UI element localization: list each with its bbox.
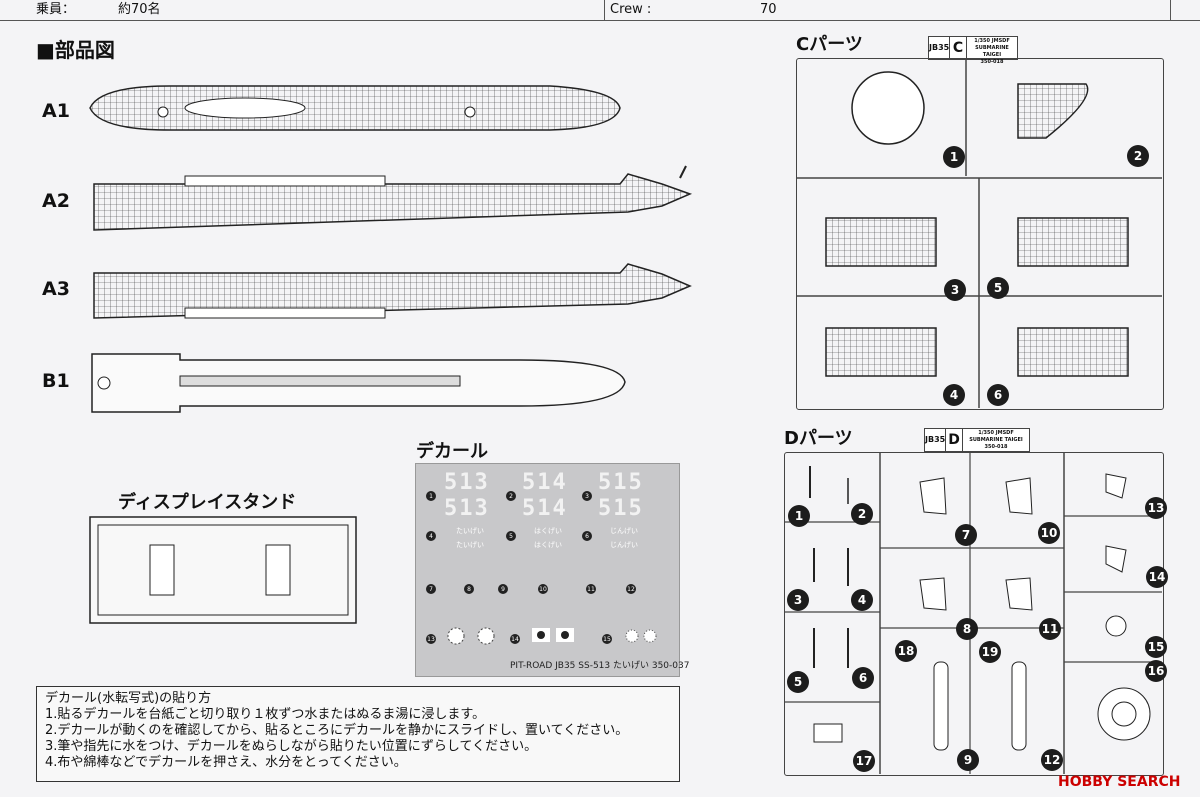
divider (604, 0, 605, 20)
decal-number: 2 (506, 491, 516, 501)
c-part-number: 6 (987, 384, 1009, 406)
decal-hull-number: 515 (598, 496, 644, 521)
d-parts-drawing (784, 452, 1162, 774)
flag-decals (447, 627, 657, 645)
c-part-number: 2 (1127, 145, 1149, 167)
hull-parts-drawing (89, 85, 693, 413)
decal-number: 7 (426, 584, 436, 594)
d-part-number: 6 (852, 667, 874, 689)
crew-label-en: Crew : (610, 2, 652, 17)
decal-number: 6 (582, 531, 592, 541)
decal-number: 12 (626, 584, 636, 594)
decal-number: 14 (510, 634, 520, 644)
d-part-number: 7 (955, 524, 977, 546)
decal-footer: PIT-ROAD JB35 SS-513 たいげい 350-037 (510, 661, 690, 671)
d-part-number: 12 (1041, 749, 1063, 771)
d-part-number: 2 (851, 503, 873, 525)
decal-number: 1 (426, 491, 436, 501)
part-label-a3: A3 (42, 278, 70, 300)
decal-number: 15 (602, 634, 612, 644)
parts-diagram-title: ■部品図 (36, 38, 115, 62)
part-label-a2: A2 (42, 190, 70, 212)
decal-hull-number: 513 (444, 470, 490, 495)
display-stand-drawing (89, 516, 357, 624)
tag-line: SUBMARINE TAIGEI (969, 437, 1023, 443)
c-part-number: 1 (943, 146, 965, 168)
tag-letter: D (946, 429, 963, 451)
c-part-number: 4 (943, 384, 965, 406)
c-parts-title: Cパーツ (796, 34, 863, 55)
d-part-number: 5 (787, 671, 809, 693)
decal-ship-name: じんげい (610, 527, 638, 535)
instruction-step: 2.デカールが動くのを確認してから、貼るところにデカールを静かにスライドし、置い… (45, 723, 629, 738)
tag-line: 350-018 (984, 444, 1008, 450)
tag-line: 1/350 JMSDF (974, 38, 1010, 44)
decal-number: 9 (498, 584, 508, 594)
decal-number: 5 (506, 531, 516, 541)
decal-ship-name: じんげい (610, 541, 638, 549)
d-part-number: 15 (1145, 636, 1167, 658)
decal-number: 11 (586, 584, 596, 594)
d-part-number: 16 (1145, 660, 1167, 682)
d-part-number: 8 (956, 618, 978, 640)
d-part-number: 19 (979, 641, 1001, 663)
display-stand-title: ディスプレイスタンド (118, 492, 297, 513)
decal-hull-number: 514 (522, 496, 568, 521)
decal-ship-name: はくげい (534, 527, 562, 535)
d-part-number: 9 (957, 749, 979, 771)
d-parts-sprue (784, 452, 1164, 776)
tag-code: JB35 (929, 37, 950, 59)
crew-value-en: 70 (760, 2, 777, 17)
decal-hull-number: 513 (444, 496, 490, 521)
decal-number: 4 (426, 531, 436, 541)
c-part-number: 3 (944, 279, 966, 301)
d-part-number: 4 (851, 589, 873, 611)
crew-value-jp: 約70名 (118, 2, 161, 17)
tag-letter: C (950, 37, 967, 59)
decal-number: 3 (582, 491, 592, 501)
c-parts-drawing (796, 58, 1162, 408)
decal-number: 8 (464, 584, 474, 594)
d-part-number: 18 (895, 640, 917, 662)
decal-instructions: デカール(水転写式)の貼り方 1.貼るデカールを台紙ごと切り取り１枚ずつ水または… (36, 686, 680, 782)
divider (1170, 0, 1171, 20)
c-parts-sprue (796, 58, 1164, 410)
d-part-number: 14 (1146, 566, 1168, 588)
decal-ship-name: たいげい (456, 541, 484, 549)
instruction-step: 3.筆や指先に水をつけ、デカールをぬらしながら貼りたい位置にずらしてください。 (45, 739, 538, 754)
instruction-step: 1.貼るデカールを台紙ごと切り取り１枚ずつ水またはぬるま湯に浸します。 (45, 707, 486, 722)
d-part-number: 13 (1145, 497, 1167, 519)
decal-number: 13 (426, 634, 436, 644)
d-part-number: 10 (1038, 522, 1060, 544)
crew-info-bar: 乗員： 約70名 Crew : 70 (0, 0, 1200, 21)
d-parts-tag: JB35 D 1/350 JMSDF SUBMARINE TAIGEI 350-… (924, 428, 1030, 452)
decal-hull-number: 514 (522, 470, 568, 495)
decal-number: 10 (538, 584, 548, 594)
crew-label-jp: 乗員： (36, 2, 76, 17)
decal-hull-number: 515 (598, 470, 644, 495)
decal-title: デカール (416, 441, 488, 462)
decal-ship-name: はくげい (534, 541, 562, 549)
instructions-title: デカール(水転写式)の貼り方 (45, 691, 212, 706)
d-part-number: 3 (787, 589, 809, 611)
d-part-number: 17 (853, 750, 875, 772)
instruction-step: 4.布や綿棒などでデカールを押さえ、水分をとってください。 (45, 755, 407, 770)
c-part-number: 5 (987, 277, 1009, 299)
d-part-number: 1 (788, 505, 810, 527)
c-parts-tag: JB35 C 1/350 JMSDF SUBMARINE TAIGEI 350-… (928, 36, 1018, 65)
tag-line: 1/350 JMSDF (978, 430, 1014, 436)
part-label-a1: A1 (42, 100, 70, 122)
decal-sheet: 513 514 515 513 514 515 1 2 3 たいげい はくげい … (415, 463, 689, 677)
decal-ship-name: たいげい (456, 527, 484, 535)
watermark: HOBBY SEARCH (1058, 774, 1181, 790)
tag-line: SUBMARINE TAIGEI (975, 45, 1009, 58)
d-parts-title: Dパーツ (784, 428, 853, 449)
part-label-b1: B1 (42, 370, 70, 392)
tag-line: 350-018 (980, 59, 1004, 65)
d-part-number: 11 (1039, 618, 1061, 640)
tag-code: JB35 (925, 429, 946, 451)
